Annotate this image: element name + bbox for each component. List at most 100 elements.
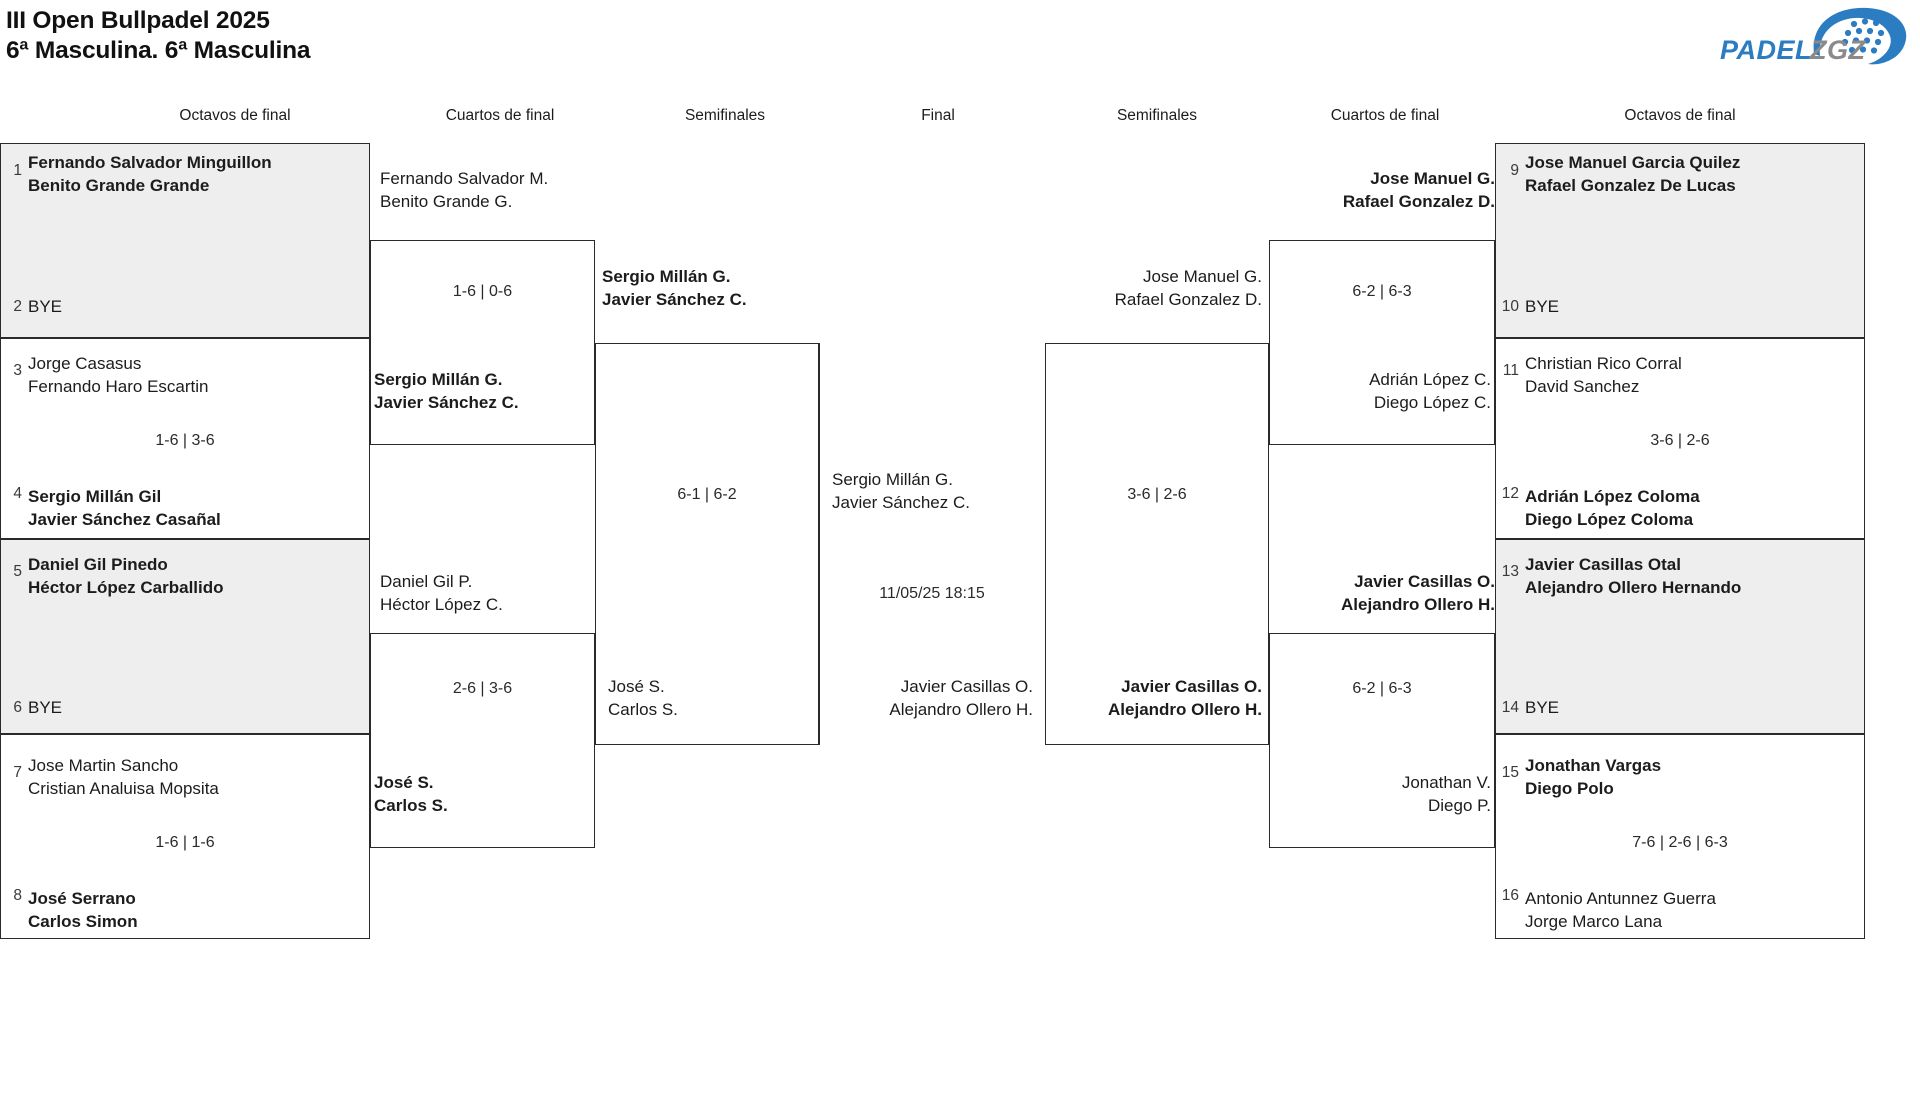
match-lsf-box[interactable] bbox=[595, 343, 819, 745]
team-rq1-bottom-p1: Adrián López C. bbox=[1369, 370, 1491, 389]
final-datetime: 11/05/25 18:15 bbox=[879, 585, 985, 602]
score-rsf: 3-6 | 2-6 bbox=[1127, 486, 1187, 503]
team-l2-bottom-p1: Sergio Millán Gil bbox=[28, 487, 162, 506]
team-r2-bottom-p2: Diego López Coloma bbox=[1525, 510, 1694, 529]
match-l2-box[interactable] bbox=[0, 338, 370, 539]
team-l1-top-p2: Benito Grande Grande bbox=[28, 176, 210, 195]
team-r3-top-p1: Javier Casillas Otal bbox=[1525, 555, 1681, 574]
seed-5: 5 bbox=[13, 563, 22, 580]
team-r4-bottom-p1: Antonio Antunnez Guerra bbox=[1525, 889, 1716, 908]
seed-14: 14 bbox=[1501, 699, 1519, 716]
team-l3-top-p1: Daniel Gil Pinedo bbox=[28, 555, 168, 574]
page-title: III Open Bullpadel 2025 6ª Masculina. 6ª… bbox=[6, 6, 311, 66]
round-header-semifinales-right: Semifinales bbox=[1116, 107, 1198, 124]
team-lsf-top-p1: Sergio Millán G. bbox=[602, 267, 731, 286]
tournament-category: 6ª Masculina. 6ª Masculina bbox=[6, 37, 311, 64]
score-rq2: 6-2 | 6-3 bbox=[1352, 680, 1412, 697]
logo-text-zgz: ZGZ bbox=[1809, 35, 1866, 65]
score-lq1: 1-6 | 0-6 bbox=[452, 283, 513, 300]
seed-6: 6 bbox=[13, 699, 22, 716]
racquet-dots-icon bbox=[1841, 18, 1885, 54]
seed-10: 10 bbox=[1501, 298, 1519, 315]
team-r1-bottom-p1: BYE bbox=[1525, 297, 1560, 316]
match-rsf-box[interactable] bbox=[1045, 343, 1269, 745]
team-final-bottom-p1: Javier Casillas O. bbox=[900, 677, 1033, 696]
team-rq2-top-p1: Javier Casillas O. bbox=[1354, 572, 1495, 591]
team-rsf-bottom-p1: Javier Casillas O. bbox=[1121, 677, 1262, 696]
team-rq1-top-p2: Rafael Gonzalez D. bbox=[1342, 192, 1495, 211]
team-lq2-bottom-p1: José S. bbox=[374, 773, 434, 792]
match-r1-shading bbox=[1495, 143, 1865, 338]
match-l3-shading bbox=[0, 539, 370, 734]
team-l4-top-p2: Cristian Analuisa Mopsita bbox=[28, 779, 219, 798]
match-l3-box[interactable] bbox=[0, 539, 370, 734]
team-lsf-bottom-p1: José S. bbox=[608, 677, 665, 696]
round-header-semifinales-left: Semifinales bbox=[684, 107, 766, 124]
match-r3-box[interactable] bbox=[1495, 539, 1865, 734]
team-final-bottom-p2: Alejandro Ollero H. bbox=[889, 700, 1033, 719]
score-r2: 3-6 | 2-6 bbox=[1650, 432, 1710, 449]
round-header-octavos-right: Octavos de final bbox=[1624, 107, 1736, 124]
round-header-cuartos-right: Cuartos de final bbox=[1330, 107, 1440, 124]
team-r2-top-p1: Christian Rico Corral bbox=[1525, 354, 1682, 373]
team-l2-bottom-p2: Javier Sánchez Casañal bbox=[28, 510, 221, 529]
team-lq2-top-p2: Héctor López C. bbox=[380, 595, 503, 614]
seed-4: 4 bbox=[13, 485, 22, 502]
seed-16: 16 bbox=[1501, 887, 1519, 904]
seed-15: 15 bbox=[1501, 764, 1519, 781]
team-l1-top-p1: Fernando Salvador Minguillon bbox=[28, 153, 272, 172]
team-rq2-bottom-p2: Diego P. bbox=[1427, 796, 1491, 815]
team-r4-top-p2: Diego Polo bbox=[1525, 779, 1614, 798]
match-l4-box[interactable] bbox=[0, 734, 370, 939]
team-rq2-top-p2: Alejandro Ollero H. bbox=[1341, 595, 1495, 614]
match-lq2-box[interactable] bbox=[370, 633, 595, 848]
team-lq1-top-p2: Benito Grande G. bbox=[380, 192, 513, 211]
team-lq1-bottom-p2: Javier Sánchez C. bbox=[374, 393, 519, 412]
team-l1-bottom-p1: BYE bbox=[28, 297, 63, 316]
score-lsf: 6-1 | 6-2 bbox=[677, 486, 737, 503]
seed-3: 3 bbox=[13, 362, 22, 379]
team-l4-bottom-p1: José Serrano bbox=[28, 889, 136, 908]
team-lsf-top-p2: Javier Sánchez C. bbox=[602, 290, 747, 309]
team-l2-top-p2: Fernando Haro Escartin bbox=[28, 377, 209, 396]
match-rq2-box[interactable] bbox=[1269, 633, 1495, 848]
seed-8: 8 bbox=[13, 887, 22, 904]
team-l3-bottom-p1: BYE bbox=[28, 698, 63, 717]
seed-13: 13 bbox=[1501, 563, 1519, 580]
team-lq2-top-p1: Daniel Gil P. bbox=[380, 572, 473, 591]
team-r4-top-p1: Jonathan Vargas bbox=[1525, 756, 1662, 775]
team-r3-bottom-p1: BYE bbox=[1525, 698, 1560, 717]
team-rq1-bottom-p2: Diego López C. bbox=[1373, 393, 1491, 412]
team-rsf-top-p2: Rafael Gonzalez D. bbox=[1114, 290, 1262, 309]
match-rq1-box[interactable] bbox=[1269, 240, 1495, 445]
match-r2-box[interactable] bbox=[1495, 338, 1865, 539]
seed-11: 11 bbox=[1502, 362, 1519, 379]
team-l4-bottom-p2: Carlos Simon bbox=[28, 912, 138, 931]
score-rq1: 6-2 | 6-3 bbox=[1352, 283, 1412, 300]
racquet-swoosh-icon bbox=[1813, 7, 1907, 65]
seed-9: 9 bbox=[1510, 162, 1519, 179]
team-rsf-top-p1: Jose Manuel G. bbox=[1142, 267, 1262, 286]
team-rq1-top-p1: Jose Manuel G. bbox=[1370, 169, 1495, 188]
team-r3-top-p2: Alejandro Ollero Hernando bbox=[1525, 578, 1742, 597]
seed-2: 2 bbox=[13, 298, 22, 315]
match-r1-box[interactable] bbox=[1495, 143, 1865, 338]
seed-7: 7 bbox=[13, 764, 22, 781]
tournament-name: III Open Bullpadel 2025 bbox=[6, 7, 270, 34]
score-l4: 1-6 | 1-6 bbox=[155, 834, 215, 851]
team-l2-top-p1: Jorge Casasus bbox=[28, 354, 142, 373]
team-r1-top-p2: Rafael Gonzalez De Lucas bbox=[1525, 176, 1736, 195]
team-lq1-bottom-p1: Sergio Millán G. bbox=[374, 370, 503, 389]
team-r1-top-p1: Jose Manuel Garcia Quilez bbox=[1525, 153, 1741, 172]
match-l1-box[interactable] bbox=[0, 143, 370, 338]
team-r2-top-p2: David Sanchez bbox=[1525, 377, 1640, 396]
team-l4-top-p1: Jose Martin Sancho bbox=[28, 756, 179, 775]
round-header-octavos-left: Octavos de final bbox=[179, 107, 291, 124]
match-lq1-box[interactable] bbox=[370, 240, 595, 445]
seed-1: 1 bbox=[13, 162, 22, 179]
team-rq2-bottom-p1: Jonathan V. bbox=[1401, 773, 1491, 792]
team-lq2-bottom-p2: Carlos S. bbox=[374, 796, 448, 815]
team-final-top-p2: Javier Sánchez C. bbox=[832, 493, 970, 512]
match-r4-box[interactable] bbox=[1495, 734, 1865, 939]
